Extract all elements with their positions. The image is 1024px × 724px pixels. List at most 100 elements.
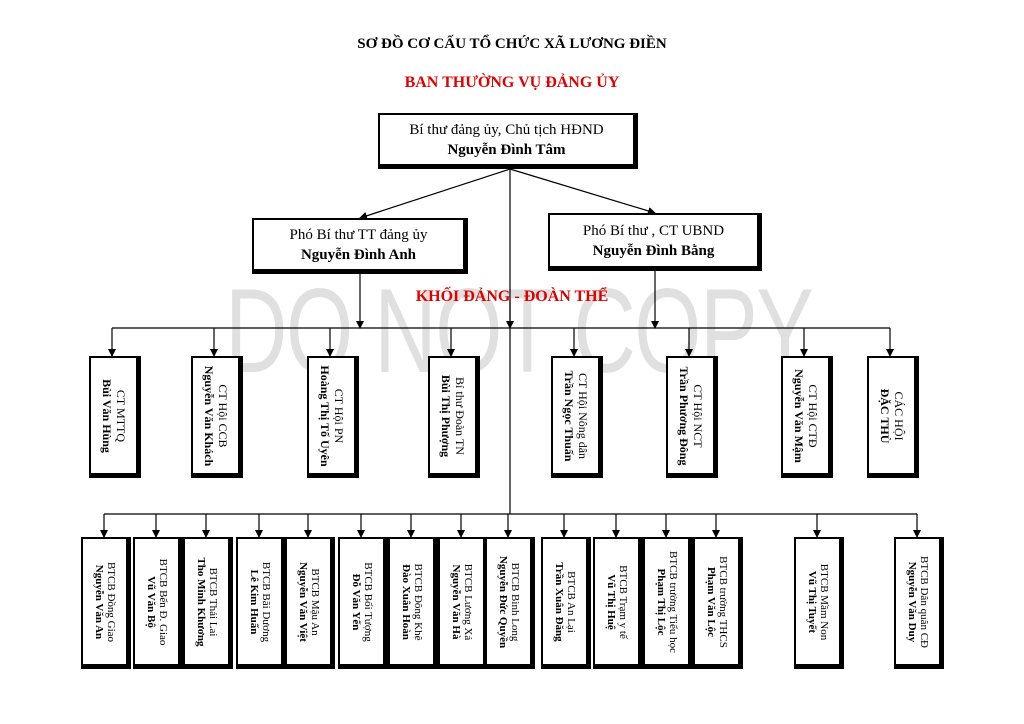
cell-name: Nguyễn Văn Duy	[905, 561, 918, 642]
cell-role: BTCB trường Tiểu học	[666, 550, 679, 653]
union-role: Bí thư Đoàn TN	[452, 376, 467, 455]
cell-role: BTCB Lương Xá	[461, 563, 474, 640]
deputy-right-box: Phó Bí thư , CT UBND Nguyễn Đình Bằng	[548, 213, 762, 271]
cell-name: Vũ Thị Tuyết	[805, 570, 818, 633]
cell-name: Nguyễn Đức Quyền	[496, 555, 509, 648]
union-role: CT Hội Nông dân	[575, 372, 590, 459]
cell-role: BTCB Bối Tượng	[361, 561, 374, 642]
cell-role: BTCB Bình Long	[508, 562, 521, 641]
union-name: Trần Phương Đông	[676, 366, 691, 465]
page-title: SƠ ĐỒ CƠ CẤU TỔ CHỨC XÃ LƯƠNG ĐIỀN	[357, 36, 667, 52]
deputy-right-role: Phó Bí thư , CT UBND	[582, 222, 725, 239]
page-subtitle: BAN THƯỜNG VỤ ĐẢNG ỦY	[404, 74, 620, 91]
cell-name: Nguyễn Văn Hà	[449, 564, 462, 639]
cell-role: BTCB Bến Đ. Giao	[156, 558, 169, 645]
union-name: Hoàng Thị Tố Uyên	[317, 364, 332, 467]
union-role: CT MTTQ	[113, 389, 128, 442]
union-role: CÁC HỘI	[891, 390, 906, 441]
section-label: KHỐI ĐẢNG - ĐOÀN THỂ	[415, 288, 609, 305]
cell-role: BTCB Dân quân CĐ	[917, 555, 930, 648]
union-name: ĐẶC THÙ	[877, 388, 892, 443]
union-role: CT Hội NCT	[690, 383, 705, 448]
union-role: CT Hội PN	[331, 388, 346, 443]
cell-role: BTCB Đông Khê	[411, 563, 424, 640]
top-leader-name: Nguyễn Đình Tâm	[447, 141, 566, 158]
union-role: CT Hội CTĐ	[805, 383, 820, 448]
union-role: CT Hội CCB	[215, 383, 230, 448]
cell-name: Nguyễn Văn An	[92, 564, 105, 639]
cell-name: Tho Minh Khương	[194, 556, 207, 647]
cell-name: Phạm Văn Lộc	[704, 566, 717, 637]
union-name: Nguyễn Văn Khách	[201, 365, 216, 466]
link-to-deputy-right	[509, 168, 656, 215]
link-to-deputy-left	[359, 168, 511, 220]
cell-role: BTCB Thái Lai	[206, 567, 219, 636]
cell-name: Nguyễn Văn Việt	[296, 561, 309, 642]
deputy-right-name: Nguyễn Đình Bằng	[592, 242, 715, 259]
top-leader-role: Bí thư đảng ủy, Chủ tịch HĐND	[409, 121, 604, 138]
cell-role: BTCB Trạm y tế	[616, 564, 629, 639]
cell-name: Vũ Thị Huệ	[604, 573, 617, 630]
cell-name: Phạm Thị Lộc	[654, 567, 667, 636]
deputy-left-name: Nguyễn Đình Anh	[300, 246, 417, 263]
deputy-left-box: Phó Bí thư TT đảng ủy Nguyễn Đình Anh	[252, 218, 468, 274]
deputy-left-role: Phó Bí thư TT đảng ủy	[289, 226, 428, 243]
cell-role: BTCB Đồng Giao	[104, 561, 117, 642]
cell-role: BTCB trường THCS	[716, 555, 729, 648]
cell-role: BTCB Mậu An	[308, 567, 321, 636]
cell-name: Trần Xuân Đăng	[552, 561, 565, 642]
cell-role: BTCB An Lại	[564, 570, 577, 633]
cell-name: Đào Xuân Hoàn	[399, 563, 412, 640]
union-name: Nguyễn Văn Mậm	[791, 368, 806, 463]
cell-name: Đỗ Văn Yến	[349, 573, 362, 630]
cell-name: Vũ Văn Bộ	[144, 575, 157, 628]
union-name: Bùi Văn Hùng	[99, 378, 114, 453]
cell-role: BTCB Bãi Dương	[259, 561, 272, 642]
top-leader-box: Bí thư đảng ủy, Chủ tịch HĐND Nguyễn Đìn…	[378, 113, 638, 169]
union-name: Bùi Thị Phượng	[438, 374, 453, 457]
